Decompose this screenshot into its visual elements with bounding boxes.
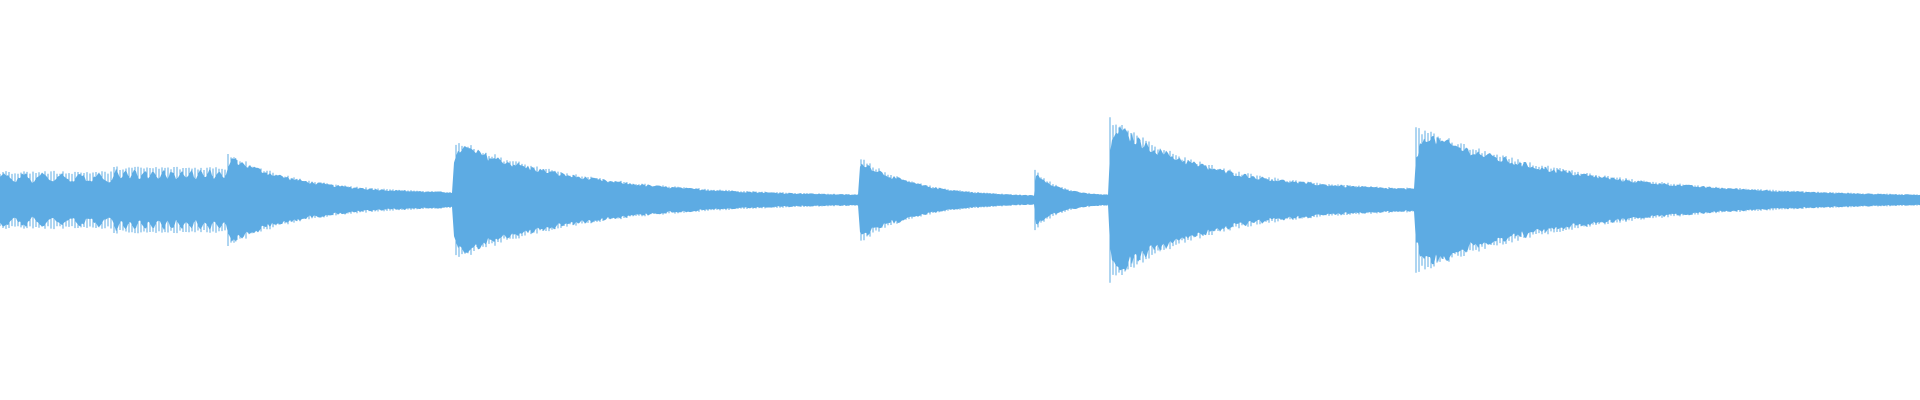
waveform-peaks [0, 117, 1920, 283]
